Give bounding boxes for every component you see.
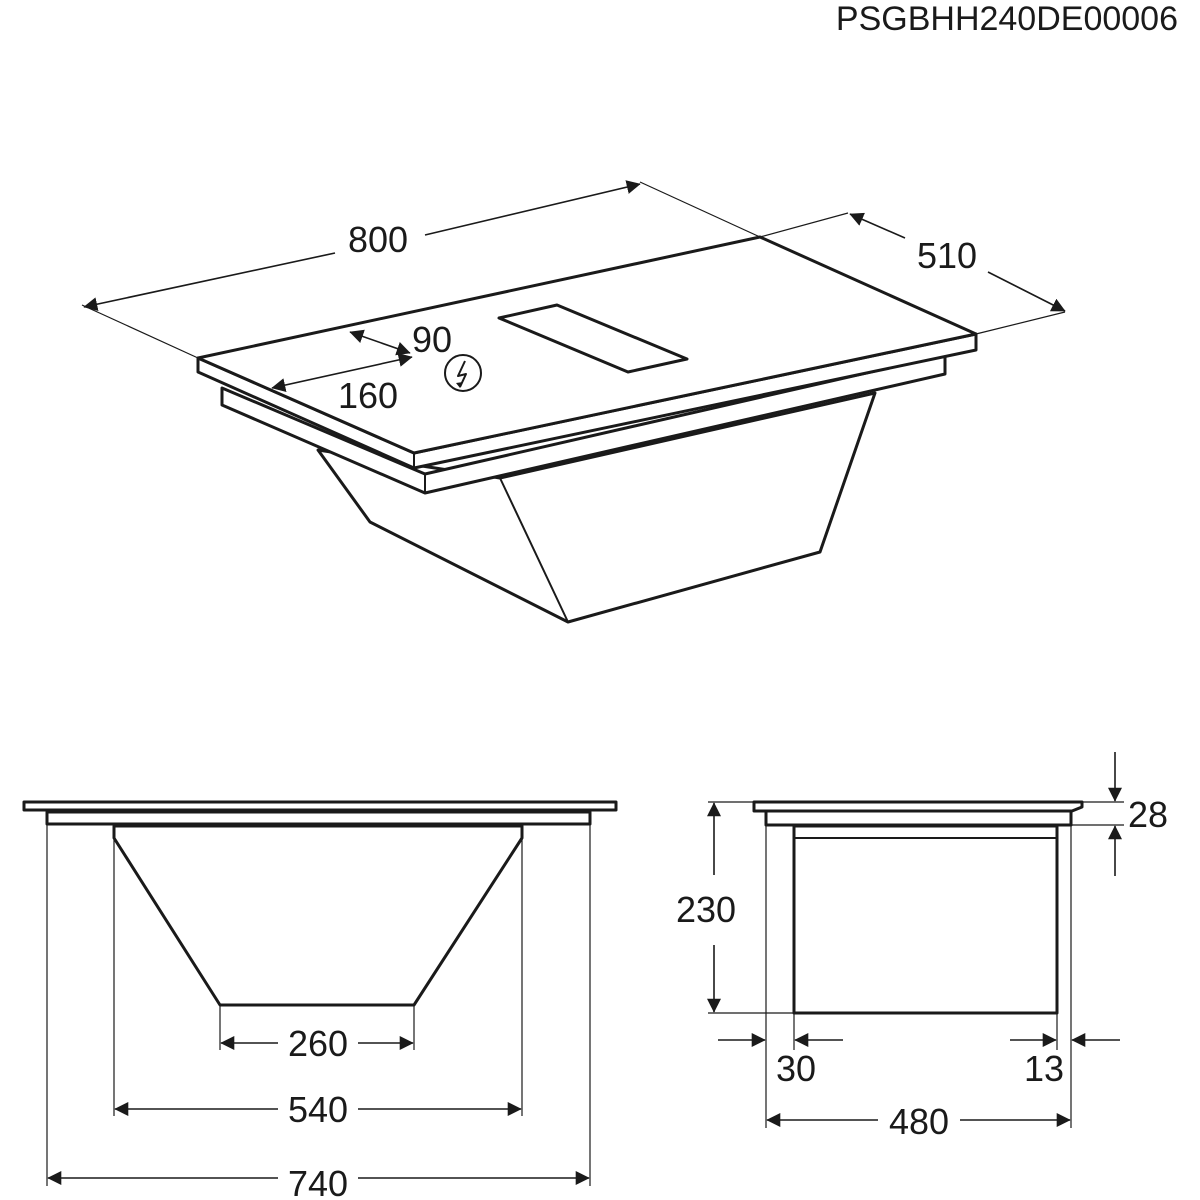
dim-label-13: 13 [1024, 1048, 1064, 1089]
dim-line-510 [849, 212, 906, 239]
dim-label-160: 160 [338, 375, 398, 416]
extraction-vent [497, 303, 689, 374]
dim-line-160 [271, 353, 413, 392]
dim-label-540: 540 [288, 1089, 348, 1130]
isometric-view: 800 510 90 160 [81, 180, 1066, 624]
drawing-code: PSGBHH240DE00006 [836, 0, 1178, 38]
dim-line-90 [349, 329, 411, 356]
dim-label-30: 30 [776, 1048, 816, 1089]
electrical-connection-icon [444, 354, 482, 392]
dim-label-90: 90 [412, 319, 452, 360]
front-housing [112, 824, 524, 1007]
dim-label-480: 480 [889, 1101, 949, 1142]
side-frame [764, 809, 1073, 827]
front-glass [22, 800, 618, 812]
front-view: 260 540 740 [22, 800, 618, 1200]
side-glass [752, 800, 1084, 813]
dim-label-28: 28 [1128, 794, 1168, 835]
dim-label-510: 510 [917, 235, 977, 276]
dim-label-230: 230 [676, 889, 736, 930]
dim-label-800: 800 [348, 219, 408, 260]
dim-label-740: 740 [288, 1163, 348, 1200]
dim-label-260: 260 [288, 1023, 348, 1064]
dim-line-800 [83, 252, 336, 312]
front-frame [45, 810, 592, 826]
side-view: 230 28 30 13 480 [676, 752, 1168, 1142]
side-housing [792, 824, 1059, 1015]
